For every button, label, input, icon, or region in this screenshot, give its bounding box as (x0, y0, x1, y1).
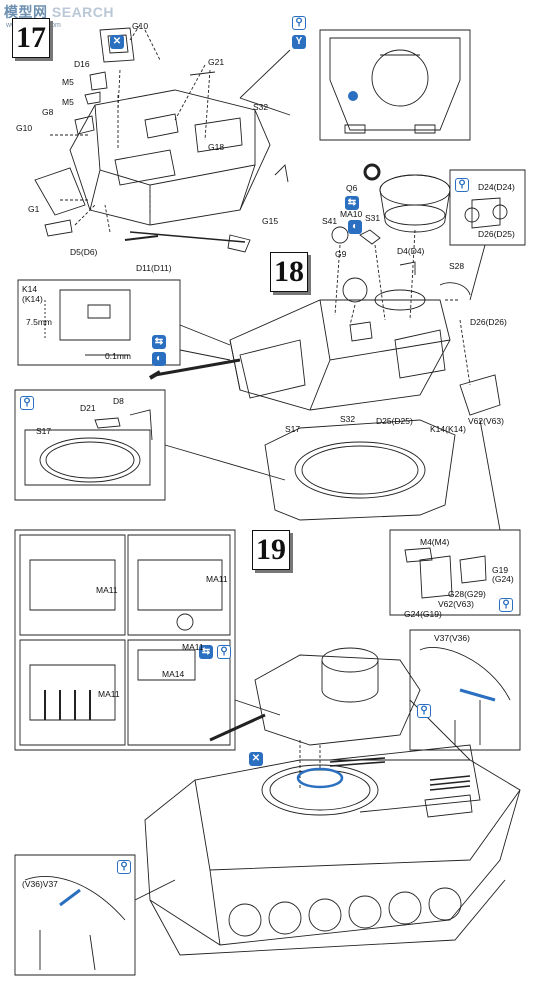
cement-icon: ◐ (152, 352, 166, 366)
part-label: S28 (449, 261, 465, 271)
option-icon: ✕ (110, 35, 124, 49)
part-label: G9 (335, 249, 347, 259)
part-label: S17 (36, 426, 52, 436)
part-label: D11(D11) (136, 263, 172, 273)
dimension-label: 0.1mm (105, 351, 131, 361)
turn-icon: ⇆ (152, 335, 166, 349)
part-label: MA11 (96, 585, 118, 595)
part-label: D24(D24) (478, 182, 515, 192)
part-label: D25(D25) (376, 416, 413, 426)
part-label: D26(D25) (478, 229, 515, 239)
v37-detail (409, 629, 521, 761)
part-label: G21 (208, 57, 225, 67)
part-label: MA10 (340, 209, 363, 219)
part-label: S31 (365, 213, 381, 223)
part-label: D8 (113, 396, 124, 406)
part-label: M5 (62, 77, 74, 87)
track-guard-detail (389, 419, 521, 616)
part-label: V62(V63) (438, 599, 474, 609)
leader-lines-17 (50, 24, 211, 233)
part-label: V62(V63) (468, 416, 504, 426)
watermark: 模型网 SEARCH (4, 4, 115, 20)
glue-icon: ⚲ (117, 860, 131, 874)
glue-point-marker (348, 91, 358, 101)
glue-icon: ⚲ (217, 645, 231, 659)
part-label: (V36)V37 (22, 879, 58, 889)
part-label: (K14) (22, 294, 43, 304)
part-label: G19 (G24) (492, 565, 514, 584)
part-label: D5(D6) (70, 247, 98, 257)
hatch-detail-marker (363, 163, 381, 181)
part-label: G24(G19) (404, 609, 442, 619)
part-label: M4(M4) (420, 537, 450, 547)
cement-icon: Y (292, 35, 306, 49)
turn-icon: ⇆ (345, 196, 359, 210)
part-label: G10 (132, 21, 149, 31)
step-number-18: 18 (270, 252, 308, 292)
step19-detail-frame (14, 529, 281, 751)
glue-icon: ⚲ (455, 178, 469, 192)
turn-icon: ⇆ (199, 645, 213, 659)
step-number-19: 19 (252, 530, 290, 570)
part-label: D16 (74, 59, 90, 69)
part-label: MA11 (98, 689, 120, 699)
v36-detail (14, 854, 176, 976)
part-label: K14(K14) (430, 424, 466, 434)
part-label: V37(V36) (434, 633, 470, 643)
part-label: Q6 (346, 183, 358, 193)
part-label: D26(D26) (470, 317, 507, 327)
tank-hull-assembly (144, 744, 521, 956)
d24-detail-panel (449, 169, 526, 301)
k14-detail-panel (17, 279, 231, 366)
option-icon: ✕ (249, 752, 263, 766)
part-label: G8 (42, 107, 54, 117)
ring-detail-panel (14, 389, 286, 501)
part-label: D4(D4) (397, 246, 425, 256)
part-label: K14 (22, 284, 38, 294)
glue-icon: ⚲ (499, 598, 513, 612)
part-label: S41 (322, 216, 338, 226)
glue-icon: ⚲ (292, 16, 306, 30)
turret-assembly (148, 174, 501, 416)
part-label: M5 (62, 97, 74, 107)
step-number-17: 17 (12, 18, 50, 58)
part-label: MA11 (206, 574, 228, 584)
part-label: G18 (208, 142, 225, 152)
cement-icon: ◐ (348, 220, 362, 234)
dimension-label: 7.5mm (26, 317, 52, 327)
superstructure-assembly (34, 27, 289, 253)
part-label: S32 (340, 414, 356, 424)
part-label: S32 (253, 102, 269, 112)
turret-ring-right (264, 419, 456, 521)
glue-icon: ⚲ (417, 704, 431, 718)
part-label: MA11 (182, 642, 204, 652)
part-label: G15 (262, 216, 279, 226)
rotate-arrow-icon (296, 767, 344, 789)
leader-lines-18 (334, 229, 471, 386)
floor-detail-panel (319, 29, 471, 141)
part-label: G28(G29) (448, 589, 486, 599)
part-label: G10 (16, 123, 33, 133)
part-label: S17 (285, 424, 301, 434)
part-label: G1 (28, 204, 40, 214)
part-label: D21 (80, 403, 96, 413)
part-label: MA14 (162, 669, 185, 679)
glue-icon: ⚲ (20, 396, 34, 410)
